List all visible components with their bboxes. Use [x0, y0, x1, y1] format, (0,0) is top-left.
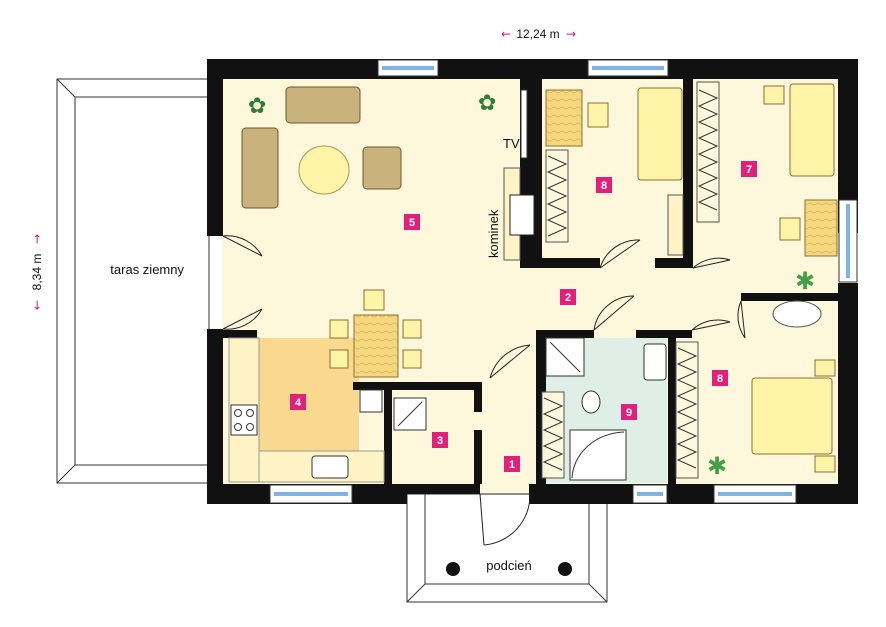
room-number: 3 [437, 435, 443, 447]
chair [402, 349, 422, 369]
plant-icon: ✿ [248, 94, 266, 119]
double-bed [751, 377, 833, 455]
kitchen [228, 337, 385, 483]
tv-cabinet [520, 89, 528, 159]
chair [402, 319, 422, 339]
porch-column [446, 562, 460, 576]
room-number: 4 [295, 397, 302, 409]
room-badges: 1 2 3 4 5 8 7 8 9 [290, 161, 757, 472]
toilet-icon [581, 390, 601, 414]
room-number: 2 [565, 292, 571, 304]
room-badge: 4 [290, 394, 306, 410]
armchair [362, 146, 402, 190]
right-arrow-icon: → [566, 27, 576, 41]
bed [637, 87, 683, 181]
porch-column [558, 562, 572, 576]
plant-icon: ✿ [478, 91, 496, 116]
room-number: 7 [746, 164, 752, 176]
shelf [667, 194, 684, 256]
chair [329, 349, 349, 369]
living-furniture: ✿ ✿ [241, 86, 535, 378]
coffee-table [298, 145, 350, 195]
tv-label: TV [503, 136, 520, 151]
desk [545, 89, 583, 147]
chair [363, 289, 385, 311]
height-dimension: ← 8,34 m → [30, 234, 44, 310]
room-badge: 8 [712, 370, 728, 386]
room-number: 9 [626, 407, 632, 419]
appliance [359, 389, 383, 413]
nightstand [814, 455, 836, 473]
chair [329, 319, 349, 339]
room-number: 5 [409, 217, 415, 229]
windows [269, 59, 858, 504]
stove-icon [230, 404, 258, 436]
room-badge: 9 [621, 404, 637, 420]
wardrobe [675, 341, 699, 479]
sofa [241, 127, 279, 209]
bathroom [359, 337, 667, 481]
wardrobe [696, 81, 720, 223]
fireplace-label: kominek [486, 209, 501, 258]
nightstand [763, 85, 785, 105]
room-number: 8 [601, 180, 607, 192]
bed [789, 83, 835, 177]
room-number: 8 [717, 373, 723, 385]
wardrobe [541, 391, 565, 479]
sink-icon [311, 455, 349, 479]
porch [406, 493, 608, 603]
plant-icon: ✱ [707, 452, 727, 480]
doors [222, 235, 746, 546]
corner-bath-icon [569, 429, 627, 481]
down-arrow-icon: ← [30, 300, 44, 310]
chair [779, 217, 801, 241]
desk [804, 199, 838, 257]
room-badge: 5 [404, 214, 420, 230]
nightstand [814, 359, 836, 377]
terrace-label: taras ziemny [110, 262, 184, 277]
room-badge: 3 [432, 432, 448, 448]
room-badge: 2 [560, 289, 576, 305]
washbasin-icon [643, 343, 667, 381]
fireplace-grate [509, 194, 535, 236]
round-table [772, 300, 822, 328]
wardrobe [545, 149, 569, 243]
width-label: 12,24 m [516, 27, 559, 41]
room-number: 1 [509, 459, 515, 471]
bedroom-furniture: ✱ ✱ [545, 81, 838, 480]
room-badge: 8 [596, 177, 612, 193]
sofa [285, 86, 361, 124]
up-arrow-icon: → [30, 234, 44, 244]
chair [587, 102, 609, 128]
height-label: 8,34 m [30, 254, 44, 291]
room-badge: 1 [504, 456, 520, 472]
porch-label: podcień [486, 558, 532, 573]
left-arrow-icon: ← [501, 27, 511, 41]
terrace [56, 78, 210, 484]
room-badge: 7 [741, 161, 757, 177]
width-dimension: ← 12,24 m → [501, 27, 576, 41]
plant-icon: ✱ [795, 267, 815, 295]
dining-table [353, 314, 399, 378]
